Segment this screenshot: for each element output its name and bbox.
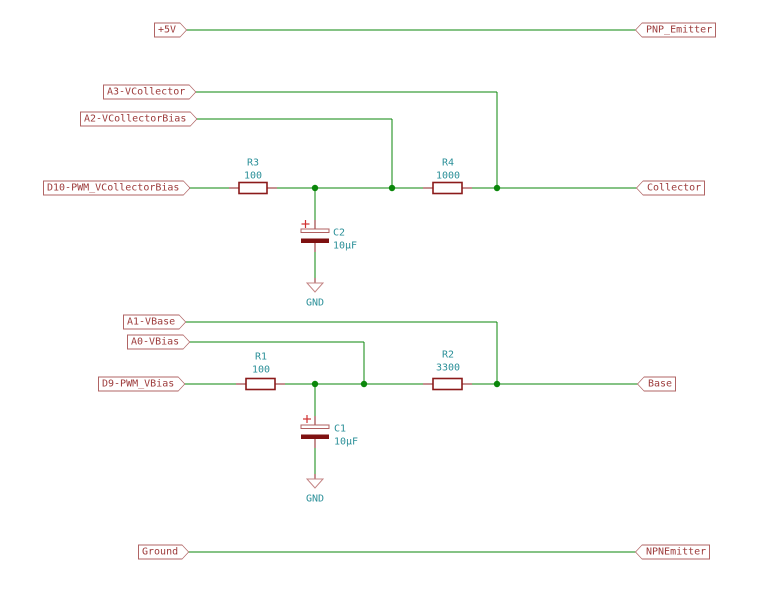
resistor-R2-ref: R2 bbox=[441, 349, 455, 361]
junction-dot bbox=[360, 380, 368, 388]
c2-plus-icon bbox=[301, 220, 310, 228]
resistor-R3-ref: R3 bbox=[246, 157, 260, 169]
global-label-pnp-emitter: PNP_Emitter bbox=[635, 22, 717, 38]
gnd-symbol-top-icon bbox=[305, 282, 325, 293]
global-label-collector: Collector bbox=[636, 180, 706, 196]
global-label-d9-pwm-vbias: D9-PWM_VBias bbox=[98, 377, 185, 392]
junction-dot bbox=[493, 184, 501, 192]
global-label-a2-vcollectorbias: A2-VCollectorBias bbox=[80, 112, 197, 127]
resistor-R4-ref: R4 bbox=[441, 157, 455, 169]
c1-plate-bottom bbox=[301, 434, 329, 439]
gnd-label-bottom: GND bbox=[305, 493, 325, 505]
resistor-R3-body bbox=[238, 181, 268, 195]
global-label-5v-text: +5V bbox=[155, 24, 186, 37]
global-label-collector-text: Collector bbox=[637, 181, 705, 195]
junction-dot bbox=[388, 184, 396, 192]
resistor-R1-body bbox=[245, 377, 276, 391]
junction-dot bbox=[311, 380, 319, 388]
gnd-symbol-bottom-icon bbox=[305, 478, 325, 489]
junction-dot bbox=[493, 380, 501, 388]
global-label-a1-vbase: A1-VBase bbox=[123, 315, 186, 330]
global-label-npnemitter-text: NPNEmitter bbox=[636, 545, 710, 559]
global-label-pnp-emitter-text: PNP_Emitter bbox=[636, 23, 716, 37]
global-label-a2-vcollectorbias-text: A2-VCollectorBias bbox=[81, 113, 196, 126]
global-label-a1-vbase-text: A1-VBase bbox=[124, 316, 185, 329]
capacitor-C1-symbol bbox=[300, 415, 330, 439]
c1-plus-icon bbox=[303, 415, 311, 423]
global-label-d9-pwm-vbias-text: D9-PWM_VBias bbox=[99, 378, 184, 391]
capacitor-C1-value: 10µF bbox=[334, 436, 359, 448]
junction-dots bbox=[311, 184, 501, 388]
global-label-d10-pwm-vcollectorbias: D10-PWM_VCollectorBias bbox=[43, 181, 190, 196]
resistor-R2-body bbox=[432, 377, 463, 391]
capacitor-C2-symbol bbox=[300, 220, 330, 243]
capacitor-C1-ref: C1 bbox=[334, 423, 347, 435]
resistor-R1-value: 100 bbox=[251, 364, 271, 376]
junction-dot bbox=[311, 184, 319, 192]
wires bbox=[170, 29, 640, 553]
resistor-R4-body bbox=[432, 181, 463, 195]
resistor-bodies bbox=[238, 181, 463, 391]
global-label-base-text: Base bbox=[638, 377, 676, 391]
resistor-R4-value: 1000 bbox=[435, 170, 461, 182]
capacitor-C2-ref: C2 bbox=[333, 227, 346, 239]
global-label-a0-vbias-text: A0-VBias bbox=[128, 336, 189, 349]
capacitor-C2-value: 10µF bbox=[333, 240, 358, 252]
c2-plate-top bbox=[300, 228, 330, 233]
component-pins bbox=[229, 187, 472, 479]
global-label-a3-vcollector: A3-VCollector bbox=[103, 85, 196, 100]
resistor-R3-value: 100 bbox=[243, 170, 263, 182]
global-label-npnemitter: NPNEmitter bbox=[635, 544, 711, 560]
global-label-a0-vbias: A0-VBias bbox=[127, 335, 190, 350]
c2-plate-bottom bbox=[301, 238, 329, 243]
global-label-base: Base bbox=[637, 376, 677, 392]
global-label-5v: +5V bbox=[154, 23, 187, 38]
global-label-ground: Ground bbox=[138, 545, 189, 560]
global-label-d10-pwm-vcollectorbias-text: D10-PWM_VCollectorBias bbox=[44, 182, 189, 195]
resistor-R2-value: 3300 bbox=[435, 362, 461, 374]
global-label-a3-vcollector-text: A3-VCollector bbox=[104, 86, 195, 99]
global-label-ground-text: Ground bbox=[139, 546, 188, 559]
resistor-R1-ref: R1 bbox=[254, 351, 268, 363]
gnd-label-top: GND bbox=[305, 297, 325, 309]
c1-plate-top bbox=[300, 424, 330, 429]
